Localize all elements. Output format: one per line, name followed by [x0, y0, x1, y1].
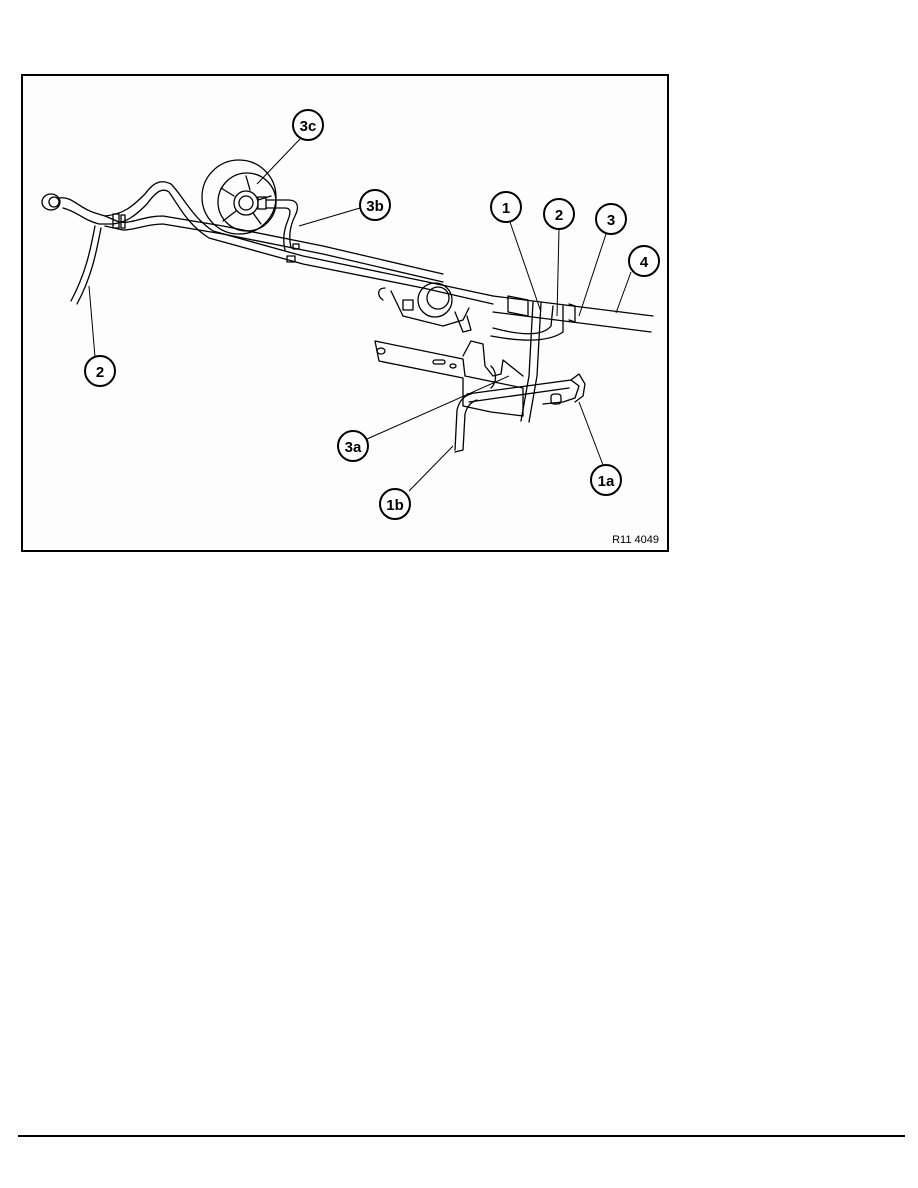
callout-1a: 1a — [598, 473, 615, 490]
callout-4: 4 — [640, 254, 649, 271]
footer-divider — [18, 1135, 905, 1137]
hose-routing-illustration: 3c 3b 1 2 3 4 2 3a 1a 1b — [41, 109, 660, 520]
callout-2: 2 — [555, 207, 563, 224]
callout-3c: 3c — [300, 118, 317, 135]
callout-3: 3 — [607, 212, 615, 229]
figure-id-label: R11 4049 — [612, 534, 659, 546]
callout-3a: 3a — [345, 439, 362, 456]
callout-1b: 1b — [386, 497, 404, 514]
diagram-figure: 3c 3b 1 2 3 4 2 3a 1a 1b R11 4049 — [21, 74, 669, 552]
callout-1: 1 — [502, 200, 510, 217]
callout-3b: 3b — [366, 198, 384, 215]
callout-2-left: 2 — [96, 364, 104, 381]
